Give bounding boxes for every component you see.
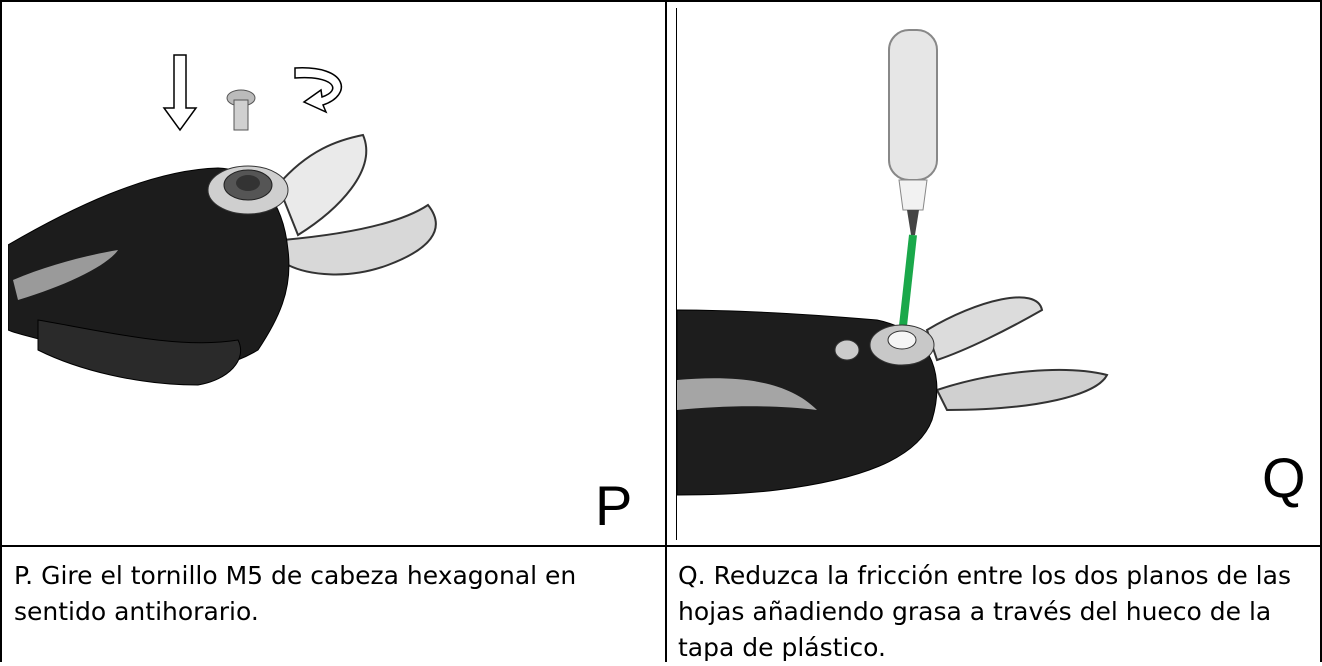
oil-bottle [888, 29, 938, 235]
table-border-left [0, 0, 2, 662]
down-arrow-icon [162, 54, 198, 132]
grease-stream [898, 234, 917, 336]
upper-blade [276, 133, 368, 237]
pruner-silver-strip [677, 378, 817, 410]
panel-q-letter: Q [1262, 446, 1306, 509]
panel-q-illustration [677, 10, 1317, 540]
side-screw [834, 339, 860, 361]
panel-p-illustration [8, 50, 658, 430]
image-q-frame-left [676, 8, 677, 540]
table-divider-horizontal [0, 545, 1322, 547]
lower-blade [281, 203, 437, 276]
lower-blade [935, 369, 1109, 412]
table-border-top [0, 0, 1322, 2]
panel-p-letter: P [595, 474, 633, 537]
hex-bolt [869, 324, 935, 366]
table-divider-vertical [665, 0, 667, 662]
table-border-right [1320, 0, 1322, 662]
upper-blade [925, 296, 1044, 362]
pruner-silver-strip [13, 250, 118, 300]
screw-icon [226, 89, 256, 131]
panel-q-caption: Q. Reduzca la fricción entre los dos pla… [678, 561, 1291, 662]
panel-p-caption: P. Gire el tornillo M5 de cabeza hexagon… [14, 561, 577, 626]
counterclockwise-arrow-icon [294, 67, 342, 114]
pruner-handle-grip [37, 319, 242, 386]
hex-bolt [207, 165, 289, 215]
